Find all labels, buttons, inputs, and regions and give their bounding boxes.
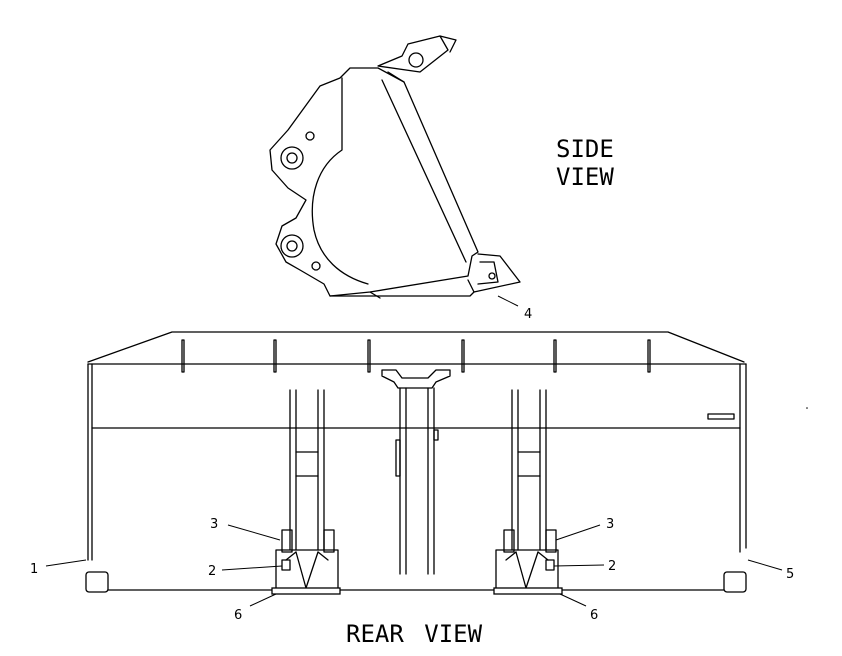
side-view-label-line1: SIDE — [556, 135, 614, 163]
callout-3-right: 3 — [606, 517, 614, 532]
callout-5: 5 — [786, 567, 794, 582]
callout-4: 4 — [524, 307, 532, 322]
side-view-label-line2: VIEW — [556, 163, 614, 191]
rear-plate — [707, 413, 735, 420]
top-edge-tabs — [181, 339, 651, 373]
callout-6-left: 6 — [234, 608, 242, 623]
left-mount-bracket — [271, 389, 341, 595]
callout-3-left: 3 — [210, 517, 218, 532]
callout-6-right: 6 — [590, 608, 598, 623]
rear-view-label: REAR VIEW — [346, 620, 483, 648]
left-corner-block — [85, 571, 109, 593]
leader-lines — [45, 295, 783, 607]
callout-2-right: 2 — [608, 559, 616, 574]
callout-2-left: 2 — [208, 564, 216, 579]
center-hitch — [381, 369, 451, 575]
right-corner-block — [723, 571, 747, 593]
rear-view-drawing — [85, 331, 808, 595]
callout-1: 1 — [30, 562, 38, 577]
side-view-drawing — [269, 35, 521, 299]
right-mount-bracket — [493, 389, 563, 595]
